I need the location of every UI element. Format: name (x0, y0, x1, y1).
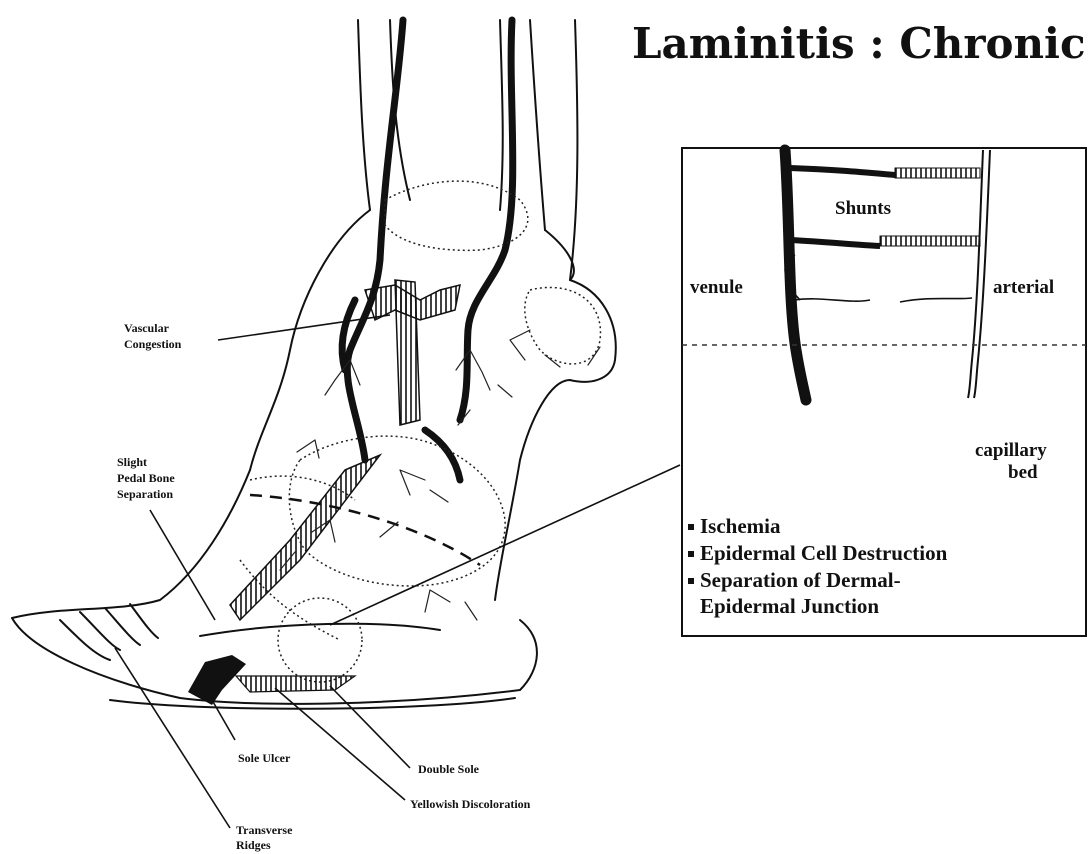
bullet-marker-1 (688, 524, 694, 530)
label-pedal-line2: Pedal Bone (117, 471, 175, 485)
inset-capillary-line2: bed (1008, 462, 1038, 483)
label-yellowish-discoloration: Yellowish Discoloration (410, 797, 531, 811)
inset-capillary-line1: capillary (975, 440, 1047, 461)
page-title: Laminitis : Chronic (632, 19, 1086, 68)
inset-shunts-label: Shunts (835, 198, 891, 219)
vascular-congestion-leader (218, 315, 390, 340)
bullet-separation-line1: Separation of Dermal- (700, 568, 901, 592)
bullet-epidermal-cell-destruction: Epidermal Cell Destruction (700, 541, 948, 565)
shunt-upper-hatched (895, 168, 980, 178)
bullet-marker-3 (688, 578, 694, 584)
label-transverse-line2: Ridges (236, 838, 271, 852)
hoof-illustration (12, 20, 680, 828)
inset-arterial-label: arterial (993, 277, 1054, 298)
pedal-bone-separation-leader (150, 510, 215, 620)
double-sole-leader (330, 686, 410, 768)
label-transverse-line1: Transverse (236, 823, 293, 837)
inset-connector-line (330, 465, 680, 625)
bullet-ischemia: Ischemia (700, 514, 781, 538)
label-vascular-line1: Vascular (124, 321, 170, 335)
double-sole-mark (236, 676, 355, 692)
label-vascular-line2: Congestion (124, 337, 182, 351)
label-double-sole: Double Sole (418, 762, 480, 776)
inset-panel: Shunts venule arterial capillary bed Isc… (682, 148, 1086, 636)
label-sole-ulcer: Sole Ulcer (238, 751, 291, 765)
inset-venule-label: venule (690, 277, 743, 298)
sole-ulcer-leader (212, 700, 235, 740)
shunt-lower-hatched (880, 236, 980, 246)
bullet-separation-line2: Epidermal Junction (700, 594, 879, 618)
sole-ulcer-mark (188, 655, 246, 705)
label-pedal-line1: Slight (117, 455, 147, 469)
label-pedal-line3: Separation (117, 487, 173, 501)
bullet-marker-2 (688, 551, 694, 557)
drawing-labels: Vascular Congestion Slight Pedal Bone Se… (117, 321, 531, 852)
